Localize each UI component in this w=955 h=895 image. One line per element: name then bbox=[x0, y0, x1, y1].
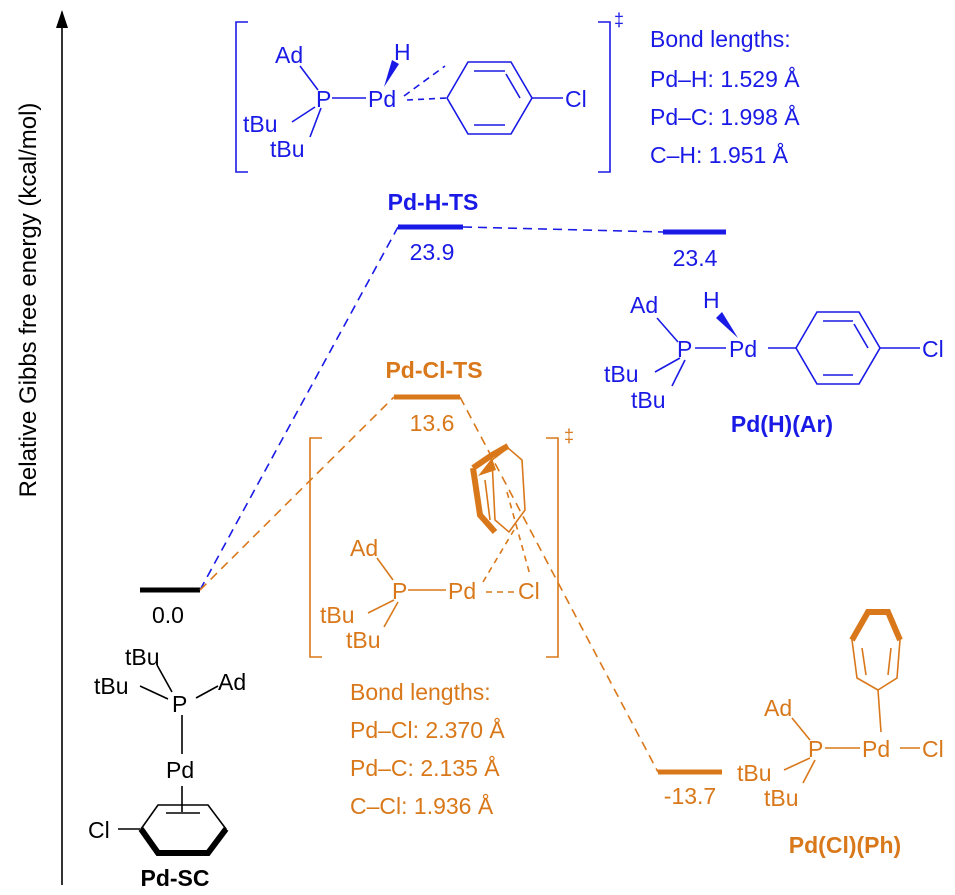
atom-cl: Cl bbox=[922, 736, 944, 762]
bond-lengths-cl: Bond lengths: Pd–Cl: 2.370 Å Pd–C: 2.135… bbox=[350, 679, 505, 819]
structure-pd-h-ts bbox=[235, 21, 611, 173]
wedge-bond-pd-h-ar bbox=[716, 312, 738, 338]
atom-cl: Cl bbox=[88, 817, 110, 843]
atom-h: H bbox=[703, 287, 720, 313]
atom-tbu: tBu bbox=[631, 387, 666, 413]
atom-tbu: tBu bbox=[346, 627, 381, 653]
bracket-right bbox=[598, 21, 611, 173]
wedge-bond-pd-h-ts bbox=[384, 60, 399, 87]
atom-pd: Pd bbox=[166, 757, 194, 783]
atom-p: P bbox=[392, 578, 407, 604]
structure-name-pd-sc: Pd-SC bbox=[141, 865, 210, 891]
bold-ring-edge bbox=[470, 443, 510, 534]
atom-tbu: tBu bbox=[243, 111, 278, 137]
atom-ad: Ad bbox=[630, 292, 658, 318]
bold-ring-edge bbox=[138, 827, 229, 856]
atom-pd: Pd bbox=[368, 86, 396, 112]
atom-tbu: tBu bbox=[94, 673, 129, 699]
atom-ad: Ad bbox=[764, 695, 792, 721]
atom-ad: Ad bbox=[218, 669, 246, 695]
structure-pd-h-ar bbox=[654, 311, 920, 387]
level-sc-energy: 0.0 bbox=[152, 602, 184, 628]
level-pd-h-ar-energy: 23.4 bbox=[673, 245, 718, 271]
level-pd-cl-ts-name: Pd-Cl-TS bbox=[385, 357, 482, 383]
atom-p: P bbox=[316, 86, 331, 112]
connector-cl-ts-to-cl-prod bbox=[459, 396, 659, 773]
atom-h: H bbox=[394, 39, 411, 65]
bold-ring-edge bbox=[849, 609, 903, 642]
atom-tbu: tBu bbox=[604, 361, 639, 387]
connector-sc-to-h-ts bbox=[199, 226, 399, 591]
atom-cl: Cl bbox=[922, 336, 944, 362]
connector-h-ts-to-h-prod bbox=[462, 226, 664, 233]
level-pd-h-ts-name: Pd-H-TS bbox=[388, 189, 479, 215]
atom-cl: Cl bbox=[518, 578, 540, 604]
y-axis-arrowhead bbox=[56, 10, 68, 28]
atom-ad: Ad bbox=[275, 42, 303, 68]
atom-p: P bbox=[172, 691, 187, 717]
atom-tbu: tBu bbox=[125, 644, 160, 670]
bond-length-line: Pd–Cl: 2.370 Å bbox=[350, 716, 505, 743]
bond-length-line: Pd–C: 2.135 Å bbox=[350, 754, 500, 781]
bond-length-line: C–H: 1.951 Å bbox=[650, 141, 789, 168]
bond-lengths-h: Bond lengths: Pd–H: 1.529 Å Pd–C: 1.998 … bbox=[650, 26, 800, 168]
bracket-right bbox=[546, 437, 559, 658]
bracket-left bbox=[309, 437, 322, 658]
bracket-left bbox=[235, 21, 248, 173]
atom-cl: Cl bbox=[565, 86, 587, 112]
dagger-cl-ts: ‡ bbox=[564, 426, 574, 446]
dagger-h-ts: ‡ bbox=[614, 10, 624, 30]
bold-ring-edge bbox=[478, 458, 496, 476]
atom-tbu: tBu bbox=[737, 760, 772, 786]
level-pd-cl-ph-energy: -13.7 bbox=[664, 783, 716, 809]
bond-length-line: Pd–H: 1.529 Å bbox=[650, 65, 800, 92]
atom-tbu: tBu bbox=[270, 136, 305, 162]
connector-sc-to-cl-ts bbox=[199, 396, 395, 591]
atom-ad: Ad bbox=[350, 535, 378, 561]
bond-length-line: C–Cl: 1.936 Å bbox=[350, 792, 494, 819]
bond-length-line: Pd–C: 1.998 Å bbox=[650, 103, 800, 130]
structure-name-pd-h-ar: Pd(H)(Ar) bbox=[731, 411, 833, 437]
atom-pd: Pd bbox=[729, 336, 757, 362]
y-axis-label: Relative Gibbs free energy (kcal/mol) bbox=[15, 103, 42, 498]
level-pd-cl-ts-energy: 13.6 bbox=[410, 410, 455, 436]
atom-pd: Pd bbox=[448, 578, 476, 604]
atom-tbu: tBu bbox=[320, 602, 355, 628]
level-pd-h-ts-energy: 23.9 bbox=[410, 239, 455, 265]
atom-p: P bbox=[808, 736, 823, 762]
atom-tbu: tBu bbox=[764, 785, 799, 811]
atom-pd: Pd bbox=[862, 736, 890, 762]
bond-lengths-cl-title: Bond lengths: bbox=[350, 679, 491, 705]
atom-p: P bbox=[677, 336, 692, 362]
bond-lengths-h-title: Bond lengths: bbox=[650, 26, 791, 52]
structure-name-pd-cl-ph: Pd(Cl)(Ph) bbox=[789, 832, 901, 858]
